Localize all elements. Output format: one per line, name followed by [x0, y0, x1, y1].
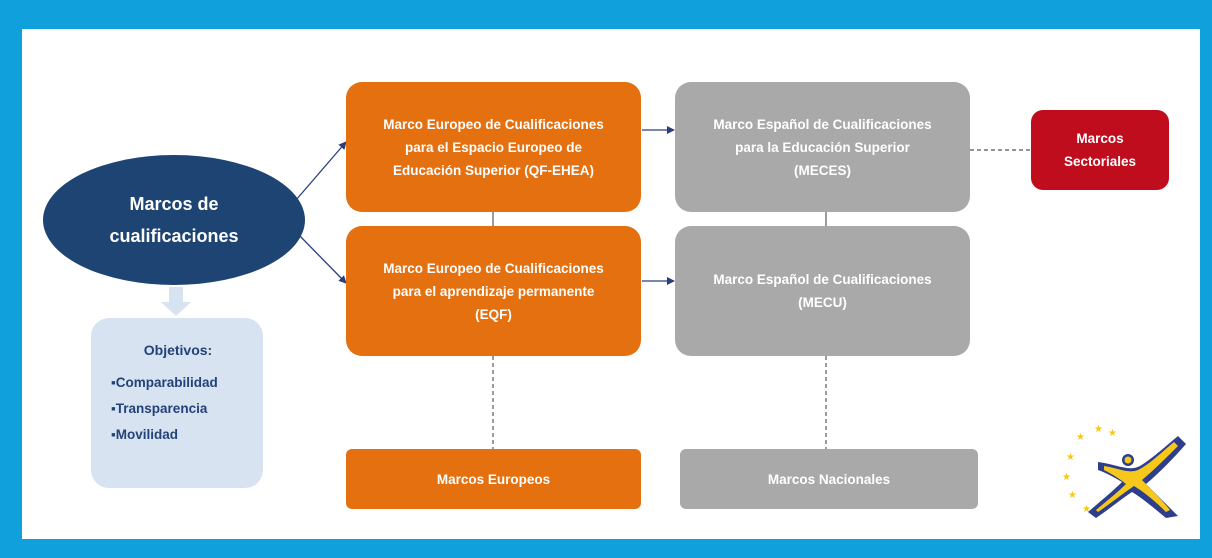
- eqf-line-2: para el aprendizaje permanente: [392, 283, 595, 299]
- sectoriales-box: Marcos Sectoriales: [1031, 110, 1169, 190]
- sectoriales-line-2: Sectoriales: [1063, 154, 1137, 169]
- objectives-title: Objetivos:: [143, 342, 213, 358]
- mecu-line-1: Marco Español de Cualificaciones: [713, 272, 932, 287]
- svg-text:★: ★: [1066, 452, 1075, 463]
- svg-text:★: ★: [1094, 424, 1103, 435]
- svg-text:★: ★: [1062, 472, 1071, 483]
- arrow-to-qf-ehea: [295, 141, 347, 201]
- arrow-to-eqf: [295, 231, 347, 284]
- eqf-box: Marco Europeo de Cualificaciones para el…: [346, 226, 641, 356]
- mecu-line-2: (MECU): [798, 295, 847, 310]
- marcos-europeos-box: Marcos Europeos: [346, 449, 641, 509]
- objectives-box: Objetivos: ▪Comparabilidad ▪Transparenci…: [91, 318, 263, 488]
- meces-box: Marco Español de Cualificaciones para la…: [675, 82, 970, 212]
- objective-item: ▪Transparencia: [111, 401, 208, 416]
- central-ellipse: Marcos de cualificaciones: [43, 155, 305, 285]
- eqf-line-3: (EQF): [475, 306, 512, 322]
- marcos-nacionales-box: Marcos Nacionales: [680, 449, 978, 509]
- eqf-line-1: Marco Europeo de Cualificaciones: [383, 260, 604, 276]
- svg-text:★: ★: [1082, 504, 1091, 515]
- qf-ehea-line-2: para el Espacio Europeo de: [404, 139, 583, 155]
- meces-line-3: (MECES): [794, 162, 851, 178]
- qf-ehea-line-3: Educación Superior (QF-EHEA): [392, 162, 595, 178]
- qf-ehea-box: Marco Europeo de Cualificaciones para el…: [346, 82, 641, 212]
- mecu-box: Marco Español de Cualificaciones (MECU): [675, 226, 970, 356]
- europass-logo-icon: ★ ★ ★ ★ ★ ★ ★: [1062, 424, 1186, 518]
- svg-text:★: ★: [1068, 490, 1077, 501]
- objective-item: ▪Movilidad: [111, 427, 179, 442]
- svg-text:★: ★: [1108, 428, 1117, 439]
- marcos-nacionales-label: Marcos Nacionales: [767, 471, 891, 487]
- central-line-1: Marcos de: [129, 194, 219, 214]
- meces-line-1: Marco Español de Cualificaciones: [713, 116, 932, 132]
- down-arrow-icon: [161, 287, 191, 316]
- marcos-europeos-label: Marcos Europeos: [436, 471, 551, 487]
- sectoriales-line-1: Marcos: [1076, 131, 1124, 146]
- svg-text:★: ★: [1076, 432, 1085, 443]
- objective-item: ▪Comparabilidad: [111, 375, 218, 390]
- central-line-2: cualificaciones: [109, 226, 239, 246]
- meces-line-2: para la Educación Superior: [735, 139, 910, 155]
- qf-ehea-line-1: Marco Europeo de Cualificaciones: [383, 116, 604, 132]
